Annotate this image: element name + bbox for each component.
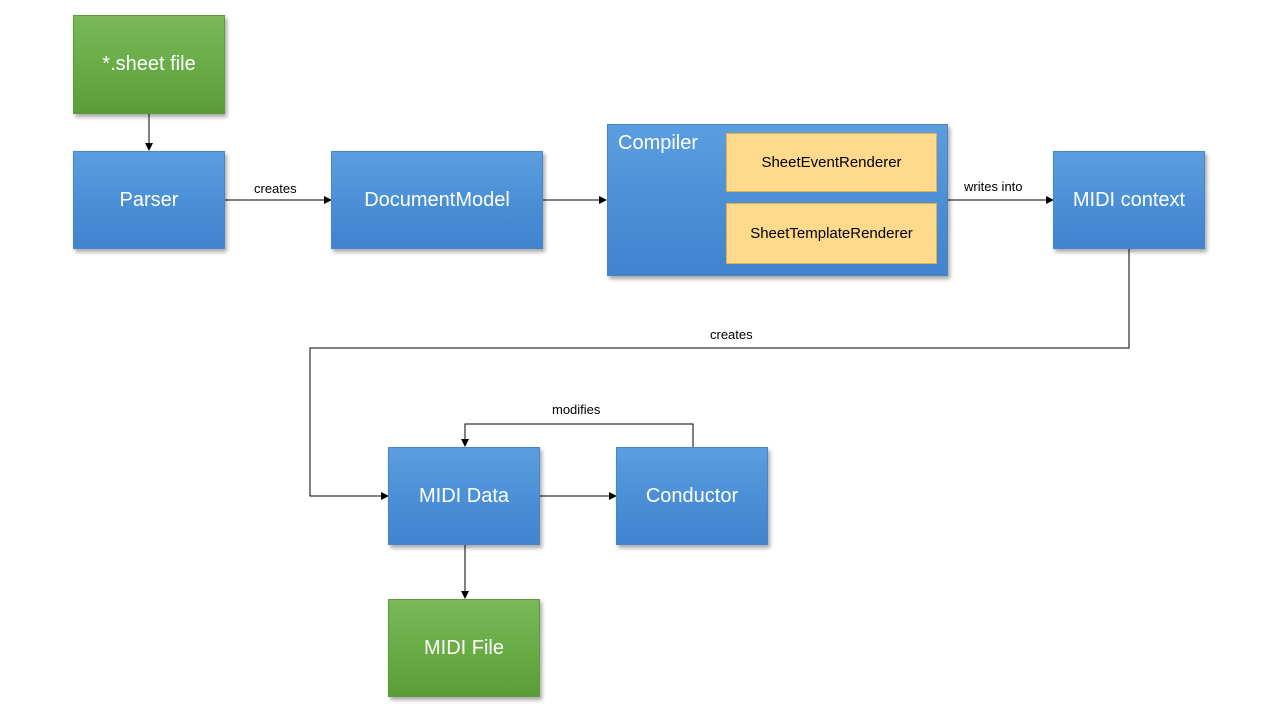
edge-conductor-to-midi-data	[461, 423, 694, 447]
document-model-node: DocumentModel	[331, 151, 543, 249]
sheet-template-renderer-node: SheetTemplateRenderer	[726, 203, 937, 264]
edge-label-context-creates: creates	[710, 327, 753, 342]
document-model-label: DocumentModel	[364, 188, 510, 211]
parser-label: Parser	[119, 188, 179, 211]
midi-data-node: MIDI Data	[388, 447, 540, 545]
sheet-event-renderer-label: SheetEventRenderer	[761, 154, 902, 171]
midi-context-node: MIDI context	[1053, 151, 1205, 249]
sheet-template-renderer-label: SheetTemplateRenderer	[750, 225, 913, 242]
edge-label-writes-into: writes into	[964, 179, 1023, 194]
parser-node: Parser	[73, 151, 225, 249]
midi-data-label: MIDI Data	[418, 484, 510, 507]
compiler-label: Compiler	[618, 132, 699, 154]
sheet-file-node: *.sheet file	[73, 15, 225, 114]
conductor-node: Conductor	[616, 447, 768, 545]
sheet-file-label: *.sheet file	[102, 53, 196, 75]
compiler-node: Compiler SheetEventRenderer SheetTemplat…	[607, 124, 948, 276]
midi-file-label: MIDI File	[424, 636, 504, 659]
midi-context-label: MIDI context	[1072, 188, 1186, 211]
sheet-event-renderer-node: SheetEventRenderer	[726, 133, 937, 192]
midi-file-node: MIDI File	[388, 599, 540, 697]
edge-label-parser-creates: creates	[254, 181, 297, 196]
conductor-label: Conductor	[645, 484, 739, 507]
edge-label-modifies: modifies	[552, 402, 601, 417]
